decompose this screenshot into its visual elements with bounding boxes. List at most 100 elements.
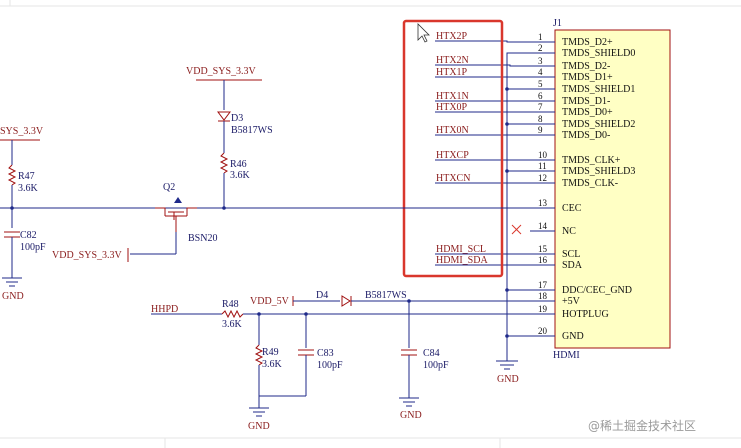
- q2-value: BSN20: [188, 233, 217, 244]
- r47-resistor[interactable]: [7, 164, 17, 186]
- highlight-rectangle: [402, 19, 504, 278]
- connector-pin-name[interactable]: SDA: [562, 260, 583, 271]
- gnd-symbol-left: [2, 277, 22, 287]
- connector-pin-name[interactable]: SCL: [562, 249, 580, 260]
- connector-pin-name[interactable]: TMDS_D1+: [562, 72, 613, 83]
- connector-pin-name[interactable]: TMDS_SHIELD0: [562, 48, 635, 59]
- c83-capacitor[interactable]: [298, 349, 314, 356]
- connector-pin-name[interactable]: GND: [562, 331, 584, 342]
- connector-pin-number: 1: [538, 32, 543, 42]
- connector-pin-number: 6: [538, 91, 543, 101]
- connector-pin-name[interactable]: TMDS_D0-: [562, 130, 610, 141]
- net-sys-3v3-left: SYS_3.3V: [0, 126, 44, 137]
- net-htx1p: HTX1P: [436, 67, 468, 78]
- c82-capacitor[interactable]: [4, 231, 20, 238]
- connector-pin-name[interactable]: TMDS_CLK-: [562, 178, 618, 189]
- connector-pin-number: 16: [538, 255, 548, 265]
- connector-pin-name[interactable]: TMDS_D0+: [562, 107, 613, 118]
- connector-pin-name[interactable]: CEC: [562, 203, 582, 214]
- net-labels: HTX2P HTX2N HTX1P HTX1N HTX0P HTX0N HTXC…: [436, 31, 488, 266]
- connector-pin-name[interactable]: TMDS_SHIELD2: [562, 119, 635, 130]
- r48-value: 3.6K: [222, 319, 243, 330]
- hdmi-connector-body[interactable]: [554, 29, 671, 349]
- connector-pin-number: 15: [538, 244, 548, 254]
- net-hdmi-sda: HDMI_SDA: [436, 255, 488, 266]
- connector-pin-number: 18: [538, 291, 548, 301]
- connector-pin-number: 2: [538, 43, 543, 53]
- net-htx0n: HTX0N: [436, 125, 469, 136]
- gnd-symbol-bottom-left: [249, 407, 269, 417]
- r49-value: 3.6K: [262, 359, 283, 370]
- gnd-label-left: GND: [2, 291, 24, 302]
- c84-value: 100pF: [423, 360, 449, 371]
- connector-pin-name[interactable]: HOTPLUG: [562, 309, 609, 320]
- connector-pin-number: 4: [538, 67, 543, 77]
- gnd-label-bottom-left: GND: [248, 421, 270, 432]
- connector-pin-name[interactable]: TMDS_SHIELD3: [562, 166, 635, 177]
- r46-value: 3.6K: [230, 170, 251, 181]
- c82-value: 100pF: [20, 242, 46, 253]
- r49-resistor[interactable]: [254, 344, 264, 366]
- r49-ref: R49: [262, 347, 279, 358]
- connector-pin-name[interactable]: TMDS_SHIELD1: [562, 84, 635, 95]
- connector-pin-number: 3: [538, 56, 543, 66]
- connector-pin-number: 11: [538, 161, 547, 171]
- r48-resistor[interactable]: [221, 309, 244, 319]
- r48-ref: R48: [222, 299, 239, 310]
- d3-ref: D3: [231, 113, 243, 124]
- gnd-label-right: GND: [497, 374, 519, 385]
- connector-pin-number: 9: [538, 125, 543, 135]
- connector-pin-name[interactable]: TMDS_D1-: [562, 96, 610, 107]
- connector-pin-number: 13: [538, 198, 548, 208]
- net-htxcp: HTXCP: [436, 150, 469, 161]
- r47-ref: R47: [18, 171, 35, 182]
- shield-ground-bus: [496, 52, 530, 370]
- r46-resistor[interactable]: [219, 152, 229, 174]
- connector-pin-number: 5: [538, 79, 543, 89]
- gnd-symbol-bottom-mid: [399, 397, 419, 407]
- net-htx2n: HTX2N: [436, 55, 469, 66]
- net-hdmi-scl: HDMI_SCL: [436, 244, 486, 255]
- connector-pin-name[interactable]: DDC/CEC_GND: [562, 285, 632, 296]
- tmds-wires: [435, 40, 530, 266]
- connector-pin-number: 10: [538, 150, 548, 160]
- d4-ref: D4: [316, 290, 328, 301]
- net-htx2p: HTX2P: [436, 31, 468, 42]
- net-vdd-sys-q2: VDD_SYS_3.3V: [52, 250, 123, 261]
- connector-pin-name[interactable]: NC: [562, 226, 576, 237]
- net-htxcn: HTXCN: [436, 173, 470, 184]
- connector-pin-number: 20: [538, 326, 548, 336]
- connector-pin-number: 12: [538, 173, 547, 183]
- d3-value: B5817WS: [231, 125, 273, 136]
- connector-pin-name[interactable]: +5V: [562, 296, 581, 307]
- connector-pin-number: 19: [538, 304, 548, 314]
- net-htx0p: HTX0P: [436, 102, 468, 113]
- c83-ref: C83: [317, 348, 334, 359]
- c83-value: 100pF: [317, 360, 343, 371]
- r47-value: 3.6K: [18, 183, 39, 194]
- d4-diode[interactable]: [341, 295, 352, 307]
- connector-designator: J1: [553, 18, 562, 29]
- connector-pin-number: 7: [538, 102, 543, 112]
- c82-ref: C82: [20, 230, 37, 241]
- net-vdd-5v: VDD_5V: [250, 296, 290, 307]
- net-hhpd: HHPD: [151, 304, 178, 315]
- connector-pin-number: 17: [538, 280, 548, 290]
- q2-ref: Q2: [163, 182, 175, 193]
- d3-diode[interactable]: [217, 111, 231, 122]
- c84-capacitor[interactable]: [401, 349, 417, 356]
- mouse-cursor-icon: [417, 23, 430, 43]
- connector-pin-name[interactable]: TMDS_CLK+: [562, 155, 621, 166]
- q2-mosfet[interactable]: [155, 197, 197, 232]
- net-vdd-sys-top: VDD_SYS_3.3V: [186, 66, 257, 77]
- d4-value: B5817WS: [365, 290, 407, 301]
- connector-pin-number: 14: [538, 221, 548, 231]
- c84-ref: C84: [423, 348, 440, 359]
- nc-marker: [511, 224, 522, 235]
- connector-pin-name[interactable]: TMDS_D2-: [562, 61, 610, 72]
- connector-pin-name[interactable]: TMDS_D2+: [562, 37, 613, 48]
- r46-ref: R46: [230, 159, 247, 170]
